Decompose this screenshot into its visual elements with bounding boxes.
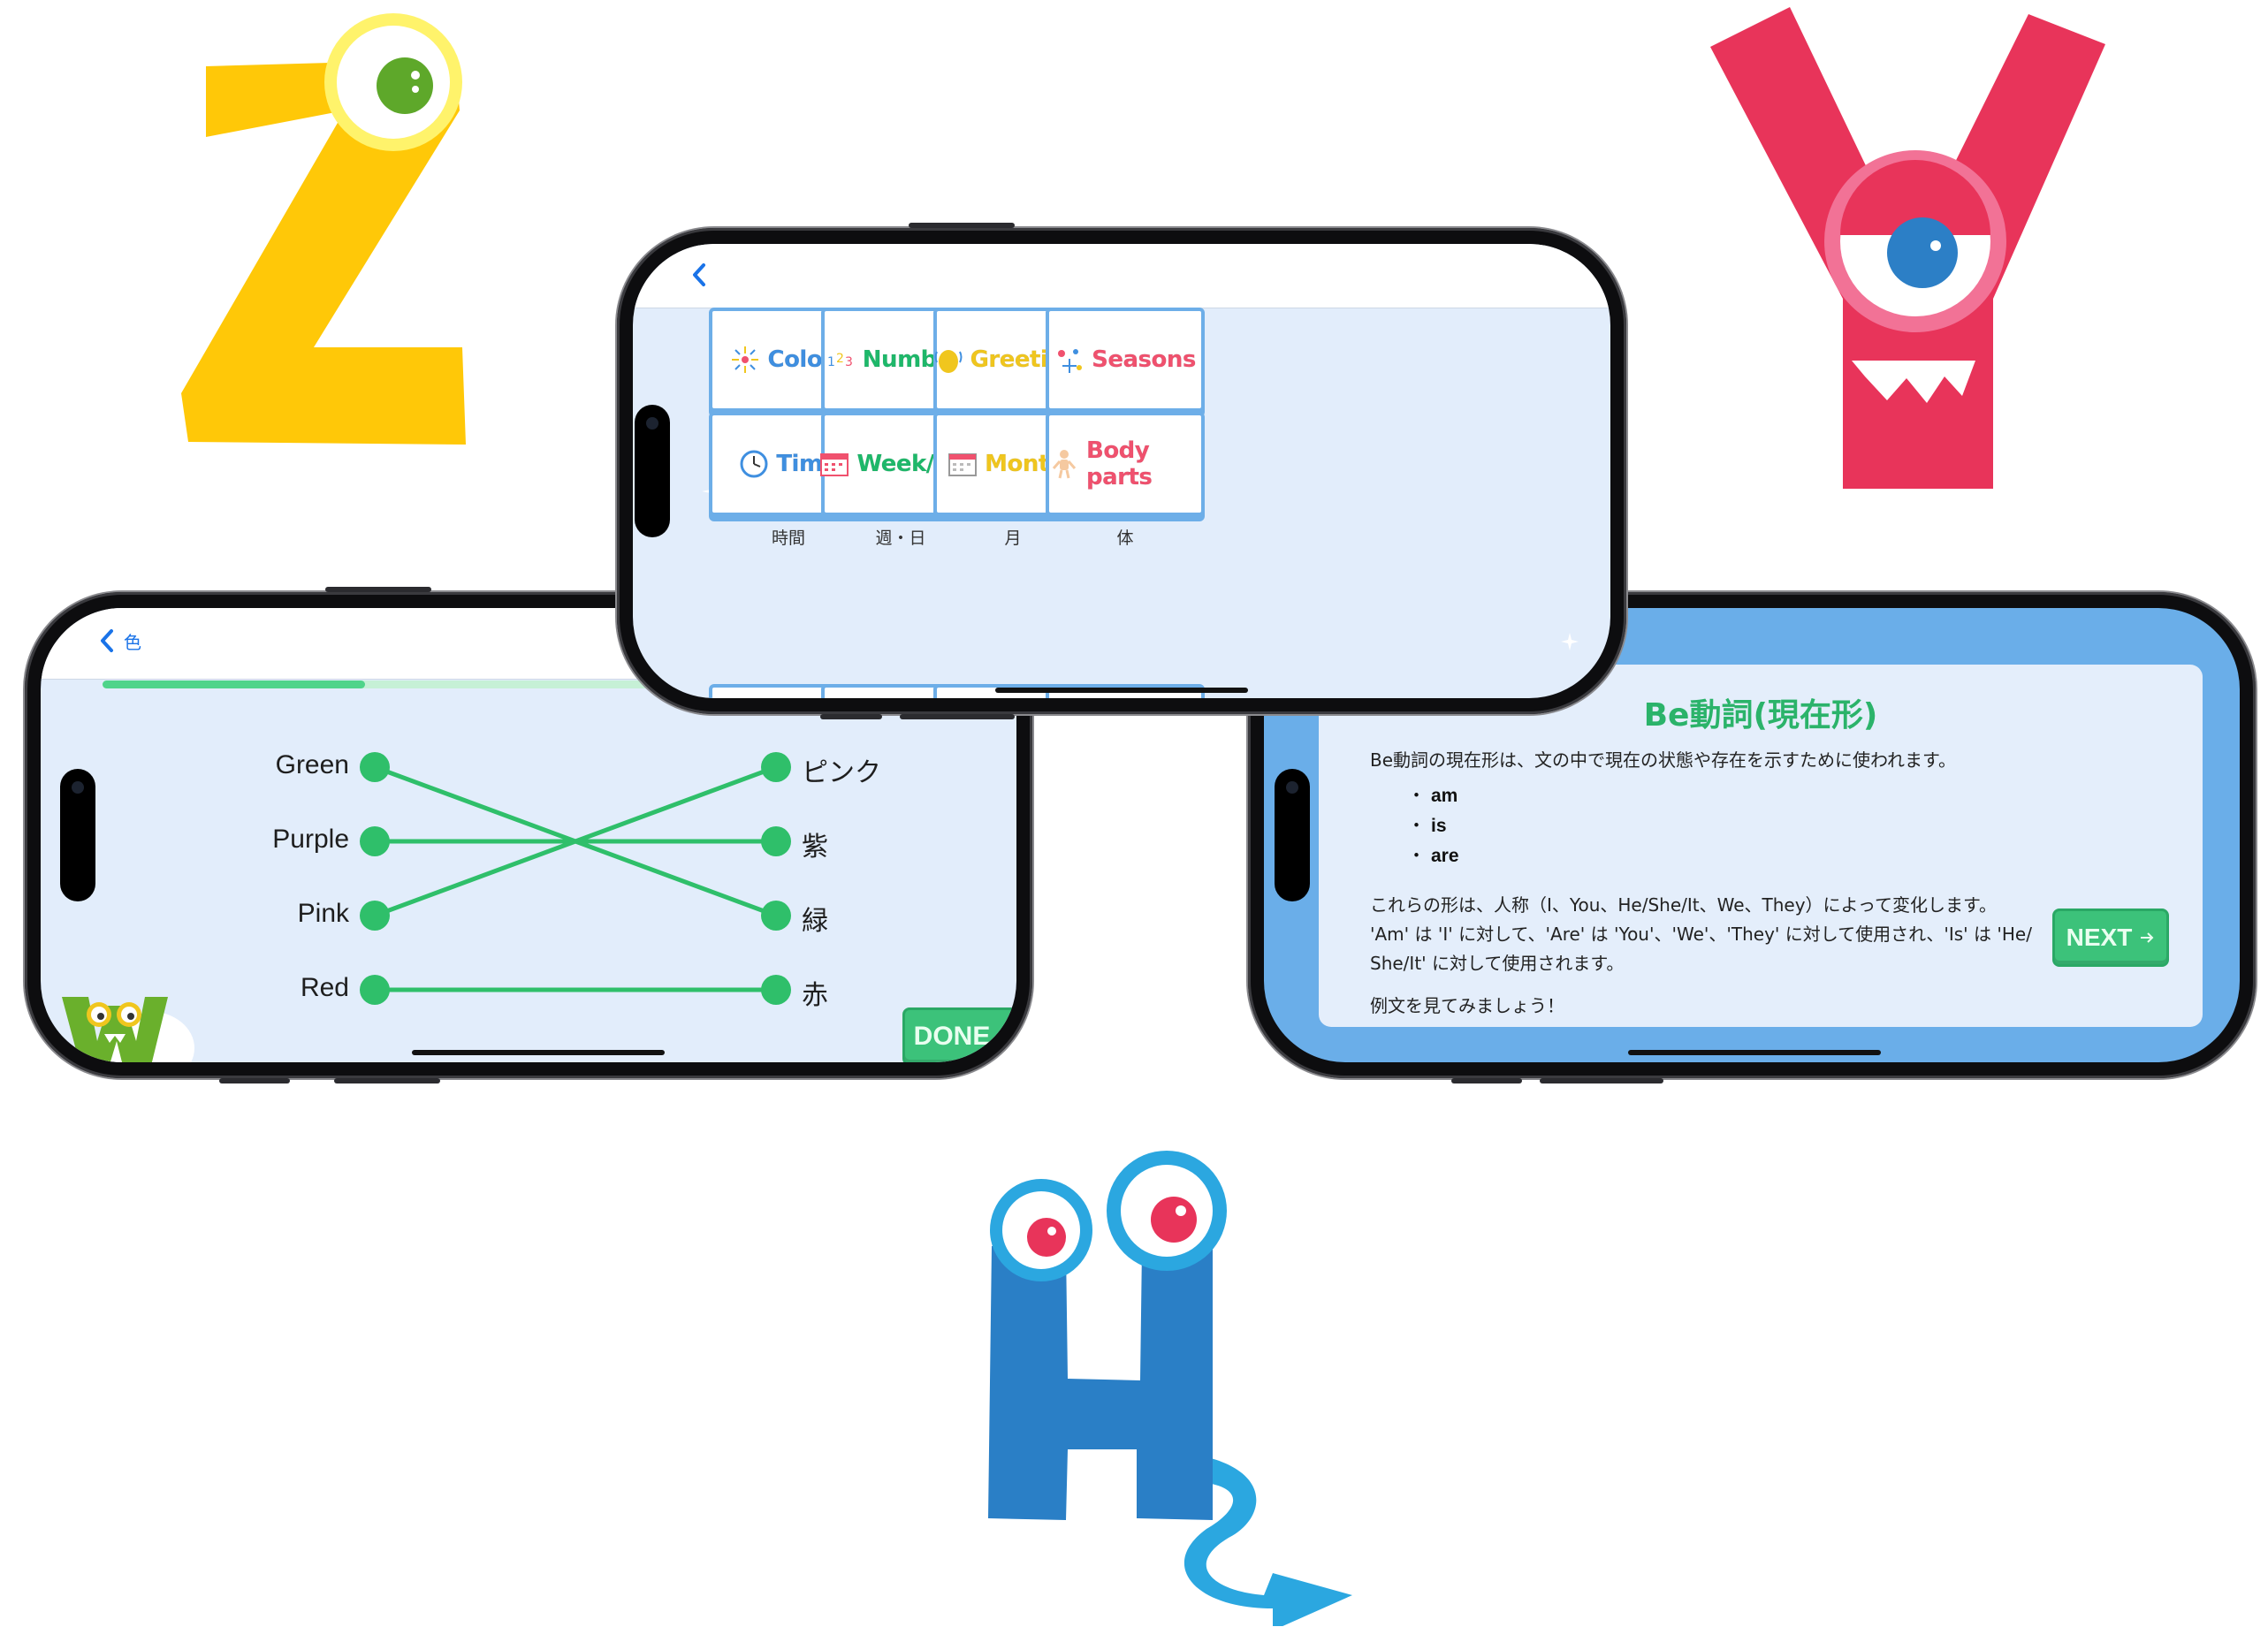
done-button[interactable]: DONE [902, 1007, 1016, 1062]
match-label-left[interactable]: Red [300, 973, 349, 1002]
calendar-icon [948, 453, 978, 476]
lesson-card: Be動詞(現在形) Be動詞の現在形は、文の中で現在の状態や存在を示すために使わ… [1319, 665, 2203, 1027]
back-button[interactable]: 色 [95, 626, 141, 656]
snowflake-icon [1058, 349, 1083, 373]
connection-line [374, 764, 777, 918]
chevron-left-icon [693, 263, 705, 286]
home-indicator [995, 688, 1248, 693]
waving-hand-icon [934, 350, 963, 373]
be-verb-forms-list: am is are [1407, 781, 1459, 871]
list-item: is [1407, 811, 1459, 841]
match-label-right[interactable]: ピンク [802, 758, 881, 787]
category-title: Body parts [1086, 437, 1153, 491]
match-node-right[interactable] [761, 975, 791, 1005]
list-item: am [1407, 781, 1459, 811]
match-node-left[interactable] [360, 826, 390, 856]
arrow-right-icon [2141, 932, 2154, 943]
match-node-right[interactable] [761, 752, 791, 782]
category-subtitle: 週・日 [875, 528, 926, 548]
dynamic-island [60, 769, 95, 901]
fireworks-icon [732, 346, 759, 373]
sparkle-icon [1561, 633, 1579, 650]
category-title: Seasons [1092, 346, 1197, 374]
match-label-right[interactable]: 紫 [802, 833, 828, 862]
match-label-right[interactable]: 赤 [802, 981, 828, 1010]
svg-text:1: 1 [827, 355, 835, 369]
match-node-left[interactable] [360, 901, 390, 931]
match-node-right[interactable] [761, 901, 791, 931]
svg-text:2: 2 [836, 352, 844, 366]
category-card-seasons[interactable]: Seasons [1046, 308, 1205, 412]
dynamic-island [1275, 769, 1310, 901]
home-indicator [1628, 1050, 1881, 1055]
clock-icon [740, 450, 768, 478]
done-label: DONE [913, 1022, 991, 1051]
match-node-left[interactable] [360, 752, 390, 782]
h-letter-mascot [988, 1151, 1352, 1626]
chevron-left-icon [101, 629, 113, 652]
lesson-line: これらの形は、人称（I、You、He/She/It、We、They）によって変化… [1370, 894, 1997, 916]
category-screen: Colors色123Numbers数字GreetingsあいさつSeasons季… [633, 244, 1610, 698]
back-button[interactable] [688, 260, 711, 290]
y-letter-mascot [1710, 7, 2105, 489]
back-label: 色 [124, 631, 141, 653]
match-label-left[interactable]: Pink [297, 899, 349, 928]
match-label-left[interactable]: Green [275, 750, 349, 779]
list-item: are [1407, 841, 1459, 871]
category-subtitle: 体 [1116, 528, 1134, 548]
next-label: NEXT [2066, 924, 2133, 951]
home-indicator [412, 1050, 665, 1055]
next-button[interactable]: NEXT [2052, 909, 2169, 967]
category-menu-phone: Colors色123Numbers数字GreetingsあいさつSeasons季… [617, 223, 1626, 719]
category-card-body-parts[interactable]: Body parts [1046, 412, 1205, 516]
w-letter-mascot-icon [62, 997, 194, 1062]
connection-lines [360, 752, 791, 1005]
match-label-right[interactable]: 緑 [802, 907, 828, 936]
checkmark-icon [998, 1031, 1013, 1043]
lesson-title: Be動詞(現在形) [1643, 697, 1878, 734]
lesson-line: 'Am' は 'I' に対して、'Are' は 'You'、'We'、'They… [1370, 924, 2032, 945]
progress-bar [103, 680, 898, 688]
dynamic-island [635, 405, 670, 537]
lesson-explanation: これらの形は、人称（I、You、He/She/It、We、They）によって変化… [1370, 891, 2157, 978]
z-letter-mascot [181, 13, 466, 445]
nav-bar [633, 244, 1610, 308]
match-node-left[interactable] [360, 975, 390, 1005]
match-node-right[interactable] [761, 826, 791, 856]
category-subtitle: 月 [1004, 528, 1022, 548]
category-subtitle: 時間 [771, 528, 805, 548]
svg-text:3: 3 [845, 355, 853, 369]
lesson-intro: Be動詞の現在形は、文の中で現在の状態や存在を示すために使われます。 [1370, 749, 1957, 771]
calendar-week-icon [820, 453, 849, 476]
body-icon [1052, 450, 1077, 479]
progress-fill [103, 680, 365, 688]
lesson-line: She/It' に対して使用されます。 [1370, 953, 1625, 974]
lesson-footer: 例文を見てみましょう！ [1370, 995, 1564, 1016]
match-label-left[interactable]: Purple [272, 825, 349, 854]
